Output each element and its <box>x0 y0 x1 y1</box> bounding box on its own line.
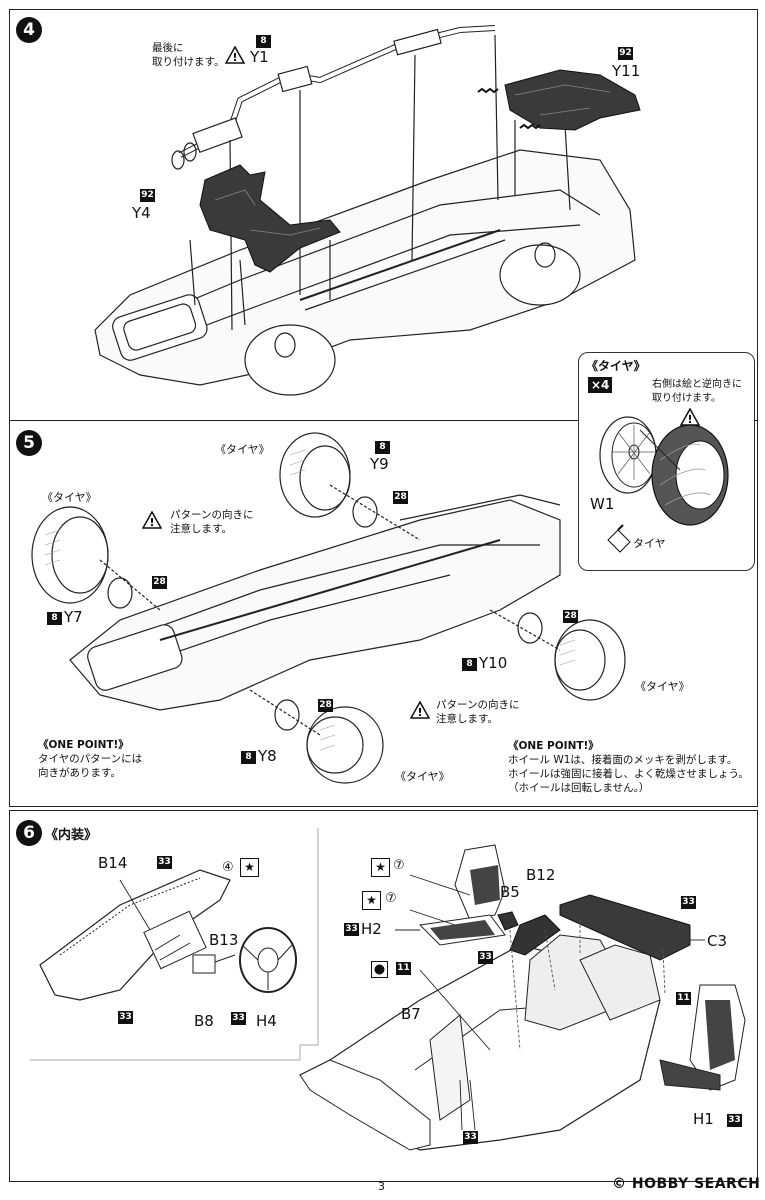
star-icon: ★ <box>371 858 390 877</box>
step4-number: 4 <box>16 17 42 43</box>
step5-frame <box>9 421 758 807</box>
one-point-right-title: 《ONE POINT!》 <box>508 740 599 752</box>
b12-label: B12 <box>526 866 556 884</box>
warning-icon: ! <box>410 701 430 719</box>
part33-b14-badge: 33 <box>157 856 172 869</box>
pattern-note-top-line2: 注意します。 <box>170 523 232 535</box>
pattern-note-bottom-line1: パターンの向きに <box>436 699 520 711</box>
h2-label: H2 <box>361 920 382 938</box>
watermark: © HOBBY SEARCH <box>612 1176 761 1192</box>
tire-label-left: 《タイヤ》 <box>42 491 97 504</box>
y10-part-badge: 8 <box>462 658 477 671</box>
pattern-note-bottom-line2: 注意します。 <box>436 713 498 725</box>
part33-c3-badge: 33 <box>681 896 696 909</box>
y11-part-badge: 92 <box>618 47 633 60</box>
star-icon: ★ <box>362 891 381 910</box>
y11-label: Y11 <box>612 62 641 80</box>
svg-text:!: ! <box>149 516 154 529</box>
one-point-left-line1: タイヤのパターンには <box>38 753 143 765</box>
one-point-left-line2: 向きがあります。 <box>38 767 121 779</box>
part33-b8-badge: 33 <box>231 1012 246 1025</box>
b13-label: B13 <box>209 931 239 949</box>
step4-chassis-illustration <box>94 25 641 396</box>
step6-title: 《内装》 <box>45 828 98 843</box>
part11-right-badge: 11 <box>676 992 691 1005</box>
one-point-left-title: 《ONE POINT!》 <box>38 739 129 751</box>
part7-circled-1: ⑦ <box>393 858 405 873</box>
step4-note-line1: 最後に <box>152 42 184 54</box>
step5-number: 5 <box>16 430 42 456</box>
y7-label: Y7 <box>64 608 83 626</box>
step6-frame <box>9 810 758 1182</box>
part4-circled: ④ <box>222 860 234 875</box>
y7-part-badge: 8 <box>47 612 62 625</box>
tire-glue-label: タイヤ <box>633 537 666 550</box>
y9-label: Y9 <box>370 455 389 473</box>
part33-b5-badge: 33 <box>478 951 493 964</box>
part28-y8-badge: 28 <box>318 699 333 712</box>
one-point-right-line2: ホイールは強固に接着し、よく乾燥させましょう。 <box>508 768 749 780</box>
star-icon: ★ <box>240 858 259 877</box>
svg-text:!: ! <box>417 706 422 719</box>
part28-y10-badge: 28 <box>563 610 578 623</box>
y4-label: Y4 <box>132 204 151 222</box>
tire-label-top: 《タイヤ》 <box>215 443 270 456</box>
b8-label: B8 <box>194 1012 214 1030</box>
c3-label: C3 <box>707 932 728 950</box>
tire-panel-note-line1: 右側は絵と逆向きに <box>652 379 742 390</box>
part33-floor-badge: 33 <box>463 1131 478 1144</box>
step4-note-line2: 取り付けます。 <box>152 56 225 68</box>
part7-circled-2: ⑦ <box>385 891 397 906</box>
svg-text:!: ! <box>232 51 237 64</box>
part28-y7-badge: 28 <box>152 576 167 589</box>
warning-icon: ! <box>225 46 245 64</box>
part33-h1-badge: 33 <box>727 1114 742 1127</box>
tire-count-badge: ×4 <box>588 377 613 393</box>
warning-icon: ! <box>142 511 162 529</box>
w1-label: W1 <box>590 495 615 513</box>
pattern-note-top-line1: パターンの向きに <box>170 509 254 521</box>
svg-text:!: ! <box>687 413 692 426</box>
step6-number: 6 <box>16 820 42 846</box>
y1-label: Y1 <box>250 48 269 66</box>
y9-part-badge: 8 <box>375 441 390 454</box>
page-number: 3 <box>378 1180 385 1193</box>
b7-label: B7 <box>401 1005 421 1023</box>
tire-label-right: 《タイヤ》 <box>635 680 690 693</box>
part33-h2-badge: 33 <box>344 923 359 936</box>
one-point-right-line1: ホイール W1は、接着面のメッキを剥がします。 <box>508 754 738 766</box>
tire-panel-title: 《タイヤ》 <box>586 359 646 373</box>
y4-part-badge: 92 <box>140 189 155 202</box>
y10-label: Y10 <box>479 654 508 672</box>
paint-dot-icon <box>371 961 388 978</box>
tire-label-bottom: 《タイヤ》 <box>395 770 450 783</box>
part33-dash-badge: 33 <box>118 1011 133 1024</box>
tire-panel-note-line2: 取り付けます。 <box>652 393 721 404</box>
part11-left-badge: 11 <box>396 962 411 975</box>
y8-label: Y8 <box>258 747 277 765</box>
h1-label: H1 <box>693 1110 714 1128</box>
b14-label: B14 <box>98 854 128 872</box>
y1-part-badge: 8 <box>256 35 271 48</box>
b5-label: B5 <box>500 883 520 901</box>
part28-y9-badge: 28 <box>393 491 408 504</box>
h4-label: H4 <box>256 1012 277 1030</box>
y8-part-badge: 8 <box>241 751 256 764</box>
one-point-right-line3: （ホイールは回転しません。） <box>508 782 650 794</box>
